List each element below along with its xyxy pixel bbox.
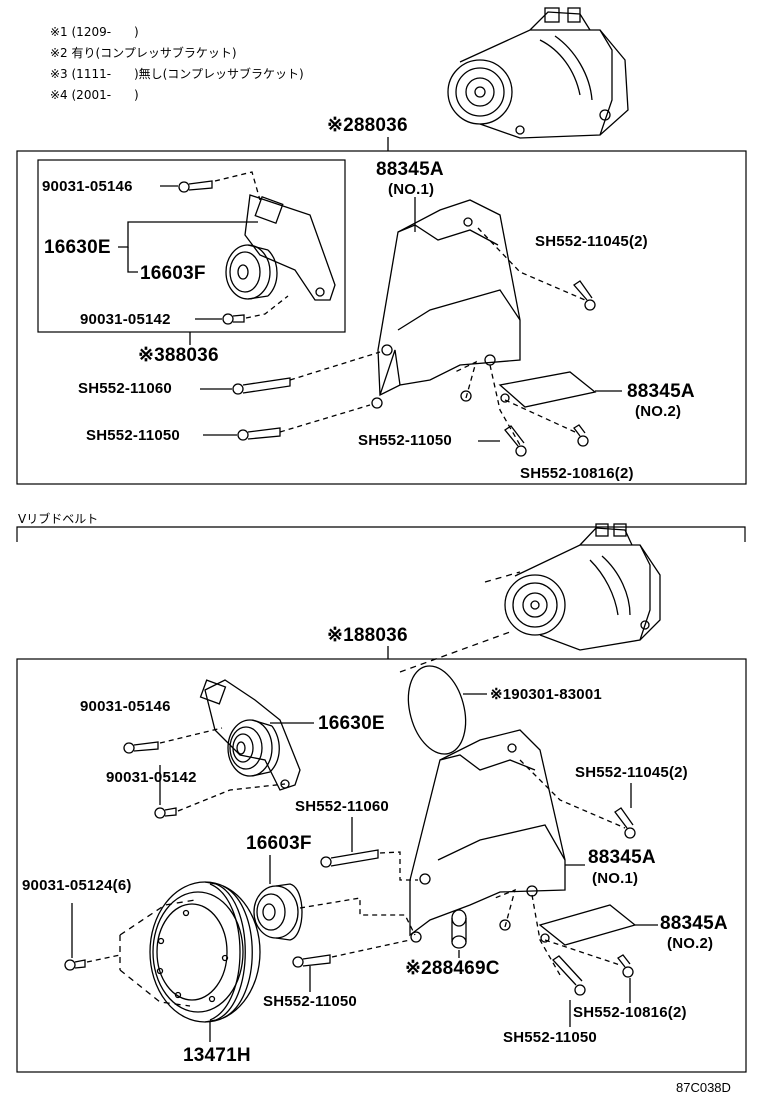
crank-pulley-13471h-icon bbox=[119, 881, 261, 1023]
bracket-no2-top bbox=[498, 371, 597, 408]
bolt-sh552-11050b-top-label: SH552-11050 bbox=[358, 432, 452, 449]
bolt-90031-05146-bottom-label: 90031-05146 bbox=[80, 698, 171, 715]
bolt-sh552-10816-top-label: SH552-10816(2) bbox=[520, 465, 634, 482]
bolt-90031-05124-label: 90031-05124(6) bbox=[22, 877, 132, 894]
bolt-sh552-11045-bottom-label: SH552-11045(2) bbox=[575, 764, 688, 781]
note-4: ※4 (2001- ) bbox=[50, 88, 139, 102]
bolt-90031-05142-bottom-label: 90031-05142 bbox=[106, 769, 197, 786]
bolt-sh552-11050c-bottom-label: SH552-11050 bbox=[503, 1029, 597, 1046]
idler-assy-16630e-top-label: 16630E bbox=[44, 237, 111, 258]
compressor-top-icon bbox=[447, 7, 629, 139]
bolt-sh552-11060-top-icon bbox=[232, 377, 291, 395]
idler-assy-16630e-bottom-label: 16630E bbox=[318, 713, 385, 734]
assembly-88036-top-label: ※288036 bbox=[327, 115, 408, 136]
bracket-no1-bottom-label: 88345A bbox=[588, 847, 656, 868]
bolt-sh552-11050-bottom-icon bbox=[292, 954, 331, 968]
bracket-no2-bottom bbox=[538, 904, 637, 946]
sub-assembly-box bbox=[37, 159, 346, 333]
bolt-sh552-11050c-bottom-icon bbox=[552, 955, 586, 996]
bolt-90031-05142-bottom-icon bbox=[154, 807, 177, 819]
bolt-90031-05146-top-icon bbox=[178, 180, 213, 193]
bolt-sh552-11050-top-label: SH552-11050 bbox=[86, 427, 180, 444]
bolt-sh552-10816-bottom-icon bbox=[617, 954, 634, 978]
collar-88469c-icon bbox=[451, 909, 467, 949]
section-title-v-ribbed-belt: Vリブドベルト bbox=[18, 512, 99, 526]
bolt-90031-05142-top-label: 90031-05142 bbox=[80, 311, 171, 328]
bolt-90031-05124-icon bbox=[64, 959, 86, 971]
gasket-icon bbox=[407, 665, 467, 755]
note-1: ※1 (1209- ) bbox=[50, 25, 139, 39]
top-frame bbox=[16, 150, 747, 485]
bracket-no2-bottom-label: 88345A bbox=[660, 913, 728, 934]
bolt-sh552-11060-top-label: SH552-11060 bbox=[78, 380, 172, 397]
pulley-16603f-top-label: 16603F bbox=[140, 263, 206, 284]
bracket-no1-bottom bbox=[409, 729, 566, 943]
bracket-no1-top-label: 88345A bbox=[376, 159, 444, 180]
note-2: ※2 有り(コンプレッサブラケット) bbox=[50, 46, 237, 60]
bolt-sh552-11060-bottom-icon bbox=[320, 849, 379, 868]
bracket-no2-top-suffix: (NO.2) bbox=[635, 403, 682, 420]
bracket-no1-top bbox=[371, 199, 521, 409]
note-3: ※3 (1111- )無し(コンプレッサブラケット) bbox=[50, 67, 304, 81]
idler-assembly-top bbox=[225, 194, 336, 301]
bolt-sh552-11045-top-icon bbox=[573, 280, 596, 311]
sub-assembly-88036-label: ※388036 bbox=[138, 345, 219, 366]
bolt-sh552-11060-bottom-label: SH552-11060 bbox=[295, 798, 389, 815]
pulley-16603f-icon bbox=[253, 883, 303, 941]
bolt-sh552-11050-top-icon bbox=[237, 427, 281, 441]
crank-pulley-13471h-label: 13471H bbox=[183, 1045, 251, 1066]
bolt-sh552-11045-bottom-icon bbox=[614, 807, 636, 839]
bracket-no1-bottom-suffix: (NO.1) bbox=[592, 870, 639, 887]
gasket-90301-83001-label: ※190301-83001 bbox=[490, 686, 602, 703]
assembly-88036-bottom-label: ※188036 bbox=[327, 625, 408, 646]
bolt-sh552-11045-top-label: SH552-11045(2) bbox=[535, 233, 648, 250]
bracket-no2-top-label: 88345A bbox=[627, 381, 695, 402]
bolt-90031-05146-top-label: 90031-05146 bbox=[42, 178, 133, 195]
bracket-no1-top-suffix: (NO.1) bbox=[388, 181, 435, 198]
bolt-90031-05146-bottom-icon bbox=[123, 741, 159, 754]
drawing-code: 87C038D bbox=[676, 1080, 731, 1095]
bolt-sh552-11050b-top-icon bbox=[504, 425, 527, 457]
bottom-frame bbox=[16, 658, 747, 1073]
compressor-bottom-icon bbox=[504, 523, 661, 651]
idler-assembly-bottom bbox=[199, 679, 301, 791]
bolt-sh552-10816-bottom-label: SH552-10816(2) bbox=[573, 1004, 687, 1021]
pulley-16603f-bottom-label: 16603F bbox=[246, 833, 312, 854]
bolt-90031-05142-top-icon bbox=[222, 313, 245, 325]
bracket-no2-bottom-suffix: (NO.2) bbox=[667, 935, 714, 952]
collar-88469c-label: ※288469C bbox=[405, 958, 500, 979]
bolt-sh552-10816-top-icon bbox=[573, 424, 589, 447]
bolt-sh552-11050-bottom-label: SH552-11050 bbox=[263, 993, 357, 1010]
